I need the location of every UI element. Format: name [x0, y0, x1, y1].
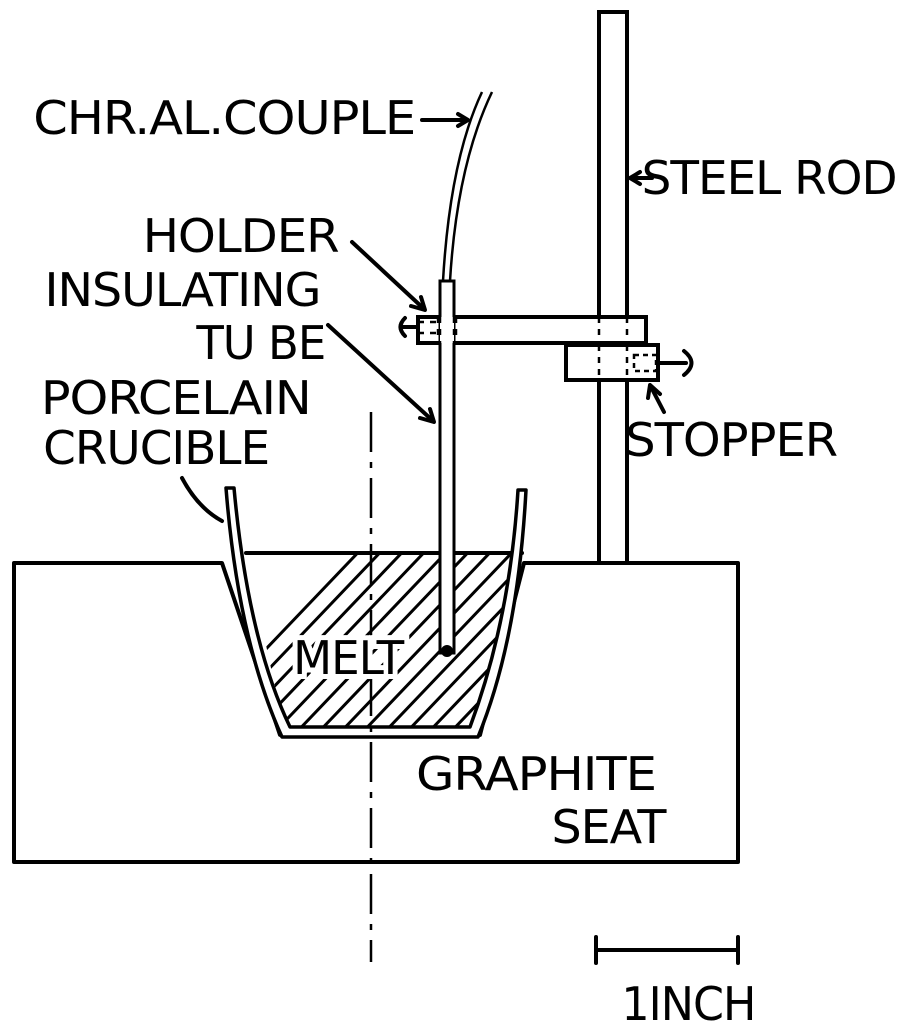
- insulating-tube: [438, 279, 456, 657]
- label-insulating: INSULATING: [44, 265, 320, 318]
- melt-hatch-line: [356, 553, 522, 728]
- melt-hatch-line: [510, 553, 522, 728]
- leader-lines: [180, 112, 666, 523]
- melt-hatch-line: [556, 540, 766, 760]
- melt-hatch-line: [246, 553, 416, 728]
- label-porcelain: PORCELAIN: [41, 373, 311, 426]
- stopper: [564, 343, 694, 382]
- label-tube: TU BE: [195, 317, 325, 371]
- holder: [398, 315, 648, 345]
- porcelain-crucible: [224, 486, 528, 739]
- thermocouple-wires: [441, 91, 494, 282]
- scale-bar: [594, 935, 740, 965]
- label-chr-al-couple: CHR.AL.COUPLE: [33, 93, 415, 146]
- graphite-seat: [12, 561, 740, 864]
- label-steel-rod: STEEL ROD: [642, 151, 897, 204]
- melt-hatch-line: [246, 553, 394, 728]
- label-melt: MELT: [293, 632, 404, 685]
- melt-hatch-line: [578, 540, 788, 760]
- label-graphite: GRAPHITE: [416, 749, 656, 802]
- melt-hatch-line: [422, 553, 522, 728]
- melt-hatch-line: [290, 553, 504, 728]
- melt-hatch-line: [312, 553, 522, 728]
- label-stopper: STOPPER: [625, 414, 837, 468]
- thermocouple-junction: [441, 645, 453, 657]
- melt-hatch-line: [534, 540, 744, 760]
- steel-rod: [597, 10, 629, 565]
- label-scale: 1INCH: [621, 977, 755, 1028]
- melt-hatch-line: [378, 553, 522, 728]
- label-crucible: CRUCIBLE: [43, 421, 269, 474]
- melt-hatch-line: [600, 540, 810, 760]
- melt-region: [244, 540, 810, 760]
- label-seat: SEAT: [551, 802, 666, 855]
- label-holder: HOLDER: [143, 210, 339, 264]
